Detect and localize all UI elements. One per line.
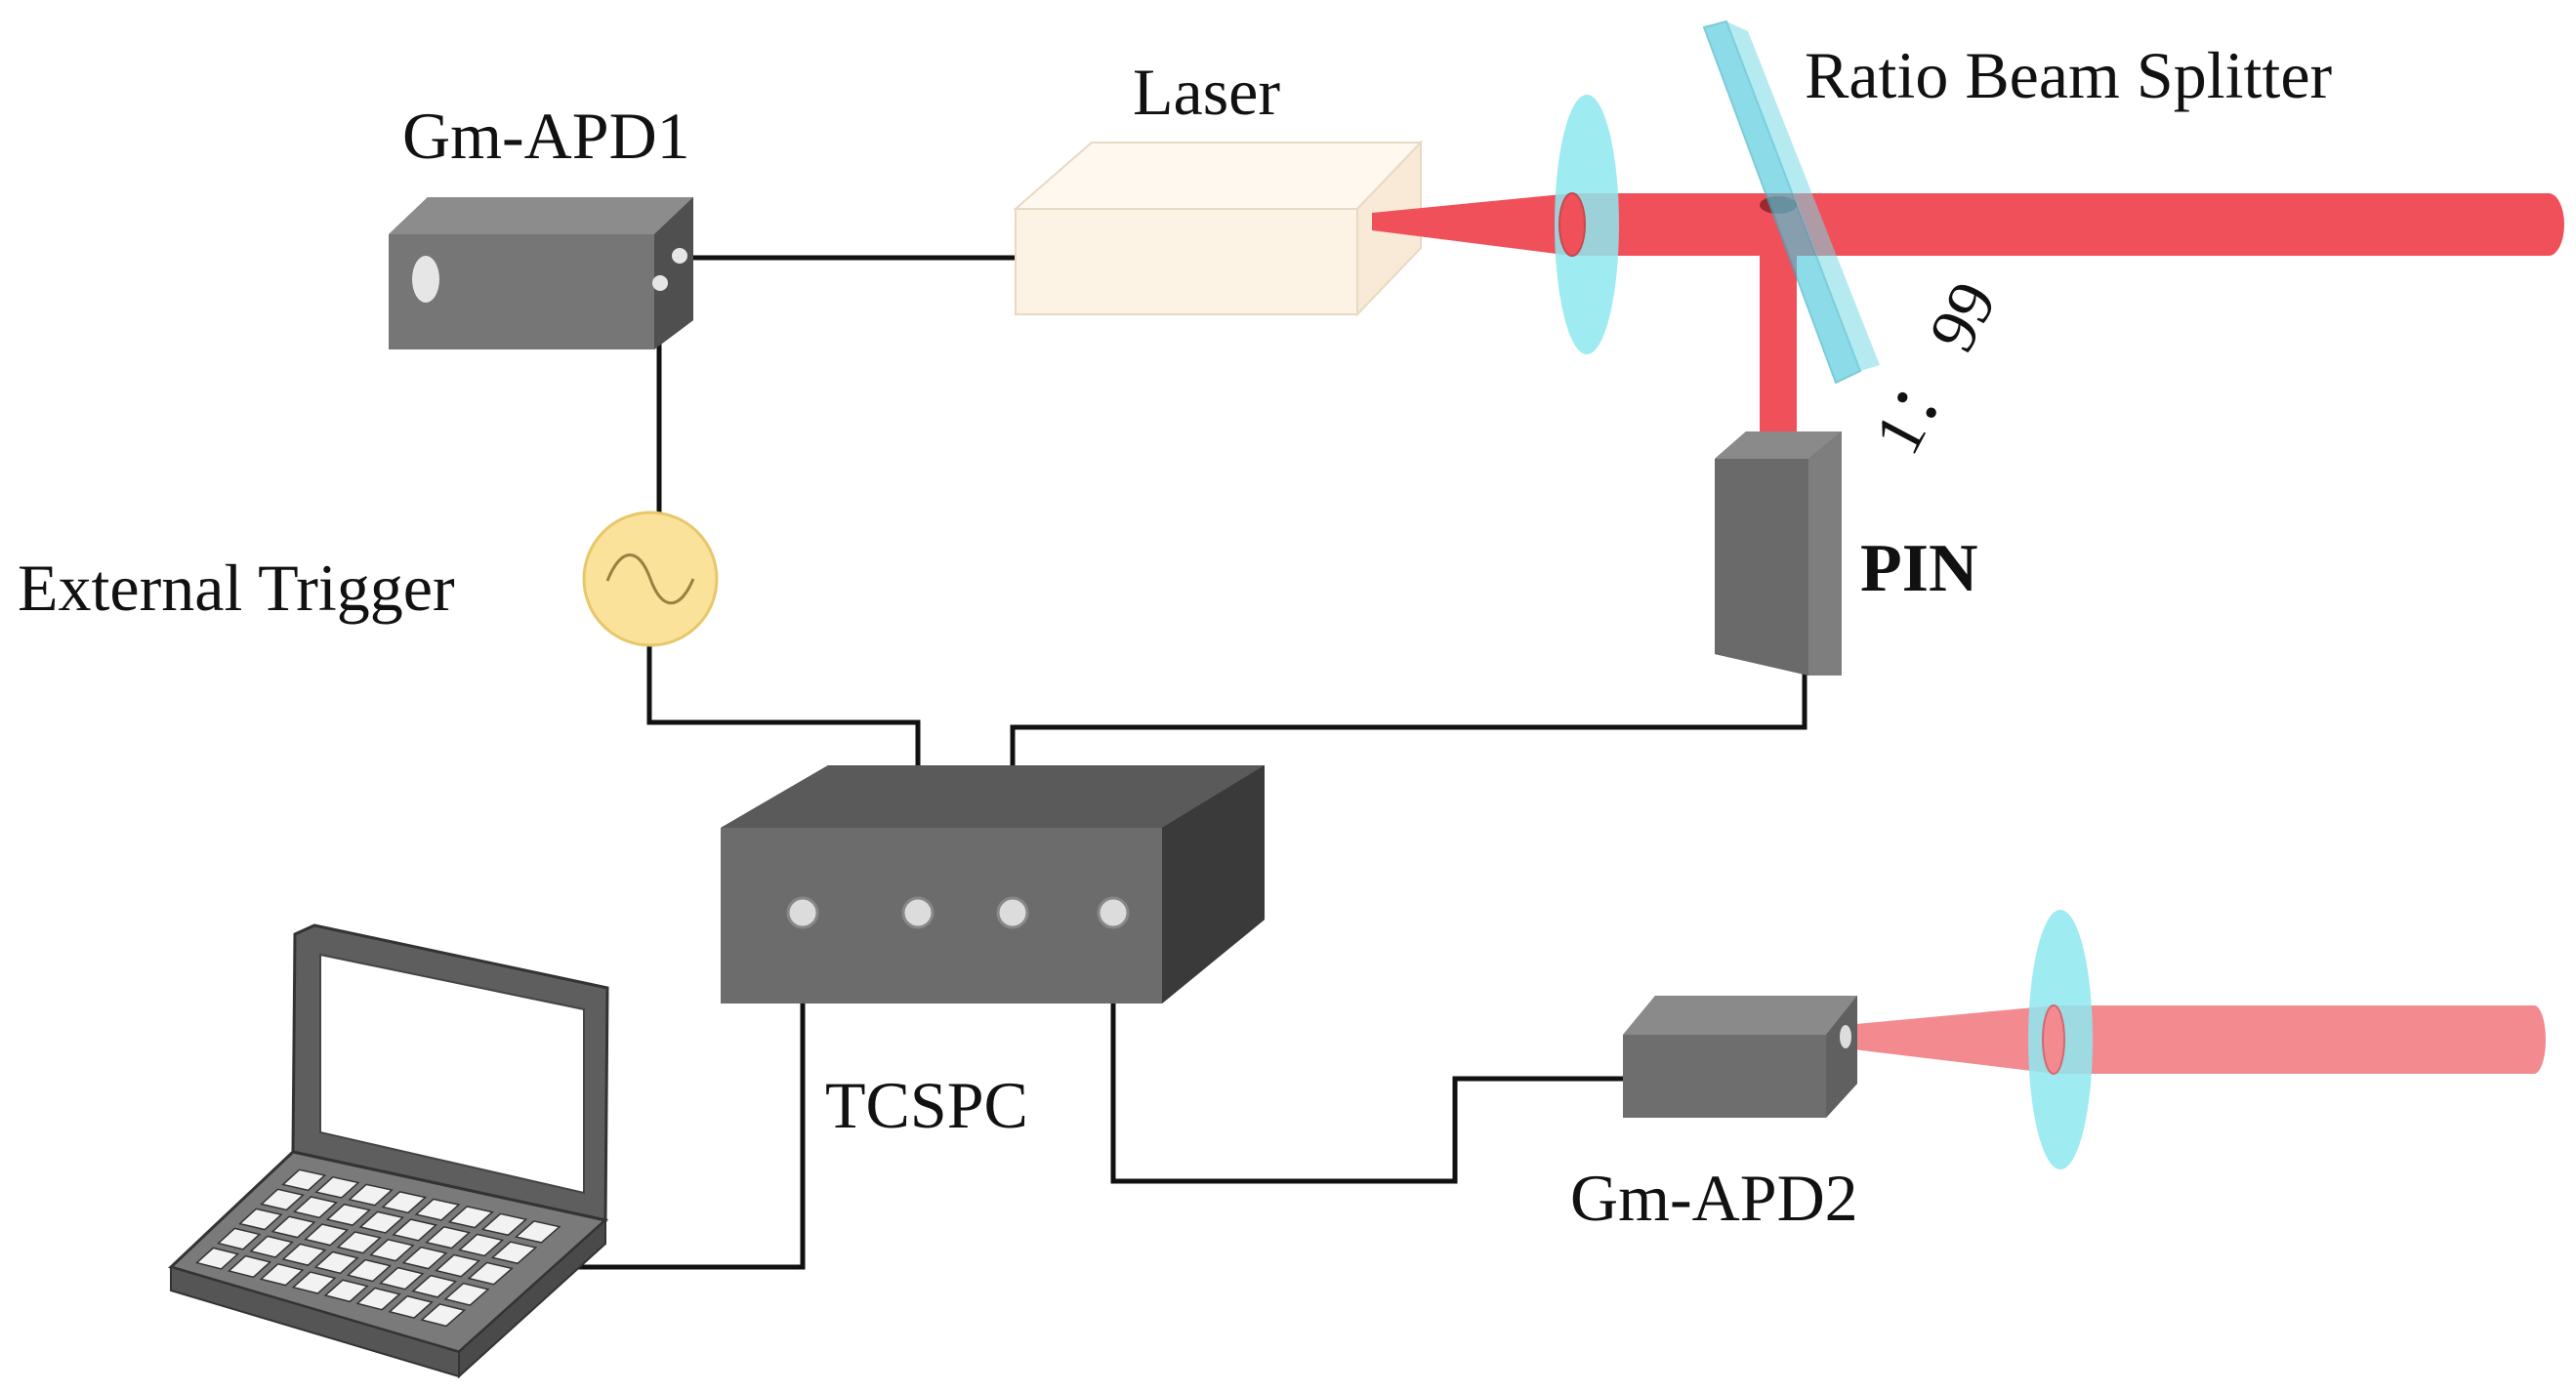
gm-apd1-device xyxy=(389,197,693,349)
tcspc-port xyxy=(901,896,935,929)
external-trigger-source xyxy=(582,511,719,647)
laser-device xyxy=(1013,140,1424,317)
laptop-key xyxy=(292,1196,338,1219)
gm-apd1-label: Gm-APD1 xyxy=(402,99,690,173)
laptop-key xyxy=(369,1239,415,1262)
return-beam-main xyxy=(2056,1005,2534,1074)
laptop-key xyxy=(281,1168,327,1192)
tcspc-label: TCSPC xyxy=(825,1068,1028,1142)
lens-top xyxy=(1555,95,1619,354)
laser-beam-cone xyxy=(1372,193,1572,256)
lens-bottom xyxy=(2028,910,2093,1169)
laptop-key xyxy=(323,1279,369,1303)
gm-apd2-label: Gm-APD2 xyxy=(1570,1161,1858,1235)
ratio-label: 1： 99 xyxy=(1859,269,2011,466)
ratio-beam-splitter xyxy=(1702,20,1880,385)
laptop-icon xyxy=(168,923,609,1379)
laptop-key xyxy=(325,1203,371,1226)
laptop-key xyxy=(490,1241,538,1265)
laptop-key xyxy=(217,1227,262,1250)
laptop-key xyxy=(467,1261,514,1286)
gm-apd1-window-icon xyxy=(412,256,439,303)
gm-apd1-port xyxy=(672,248,687,264)
laptop-key xyxy=(355,1287,401,1311)
laptop-key xyxy=(238,1208,283,1231)
laptop-key xyxy=(381,1191,428,1214)
wire-tcspc-laptop xyxy=(571,913,806,1270)
laser-beam-main xyxy=(1572,193,2549,256)
laptop-key xyxy=(313,1250,359,1275)
laser-label: Laser xyxy=(1133,55,1280,129)
laptop-key xyxy=(392,1218,438,1242)
laptop-key xyxy=(336,1231,382,1254)
laptop-key xyxy=(348,1183,394,1207)
laptop-key xyxy=(480,1212,528,1237)
laptop-key xyxy=(314,1176,360,1199)
wires xyxy=(571,255,1807,1270)
laptop-key xyxy=(249,1235,294,1258)
laptop-key xyxy=(259,1263,305,1287)
gm-apd1-port xyxy=(652,275,668,291)
laptop-key xyxy=(346,1258,393,1283)
laptop-key xyxy=(425,1225,472,1250)
laptop-key xyxy=(447,1206,494,1229)
gm-apd2-device xyxy=(1623,996,1857,1118)
tcspc-device xyxy=(721,765,1265,1004)
laptop-key xyxy=(291,1271,337,1294)
laptop-key xyxy=(514,1220,561,1244)
laptop-key xyxy=(443,1282,490,1306)
beam-splitter-label: Ratio Beam Splitter xyxy=(1805,38,2333,112)
laptop-key xyxy=(401,1246,448,1270)
laptop-key xyxy=(379,1266,425,1291)
laptop-key xyxy=(227,1254,272,1279)
return-beam-cone xyxy=(1846,1005,2056,1074)
laptop-key xyxy=(388,1294,434,1319)
laptop-key xyxy=(420,1303,467,1328)
laptop-key xyxy=(260,1188,305,1211)
external-trigger-label: External Trigger xyxy=(18,551,455,625)
pin-detector xyxy=(1715,431,1842,676)
laptop-key xyxy=(195,1247,240,1270)
laptop-key xyxy=(457,1233,505,1257)
tcspc-port xyxy=(786,896,819,929)
laptop-key xyxy=(281,1243,327,1266)
wire-tcspc-apd2 xyxy=(1110,913,1626,1184)
laptop-keyboard xyxy=(195,1168,561,1328)
laptop-key xyxy=(411,1274,457,1298)
sine-wave-icon xyxy=(605,553,695,605)
laptop-key xyxy=(435,1253,481,1278)
tcspc-port xyxy=(996,896,1029,929)
laptop-key xyxy=(304,1223,350,1247)
beam-paths xyxy=(1372,193,2564,1074)
laptop-key xyxy=(270,1215,316,1239)
laptop-key xyxy=(414,1198,461,1221)
pin-label: PIN xyxy=(1860,531,1978,606)
tcspc-port xyxy=(1097,896,1130,929)
laptop-key xyxy=(358,1210,405,1234)
